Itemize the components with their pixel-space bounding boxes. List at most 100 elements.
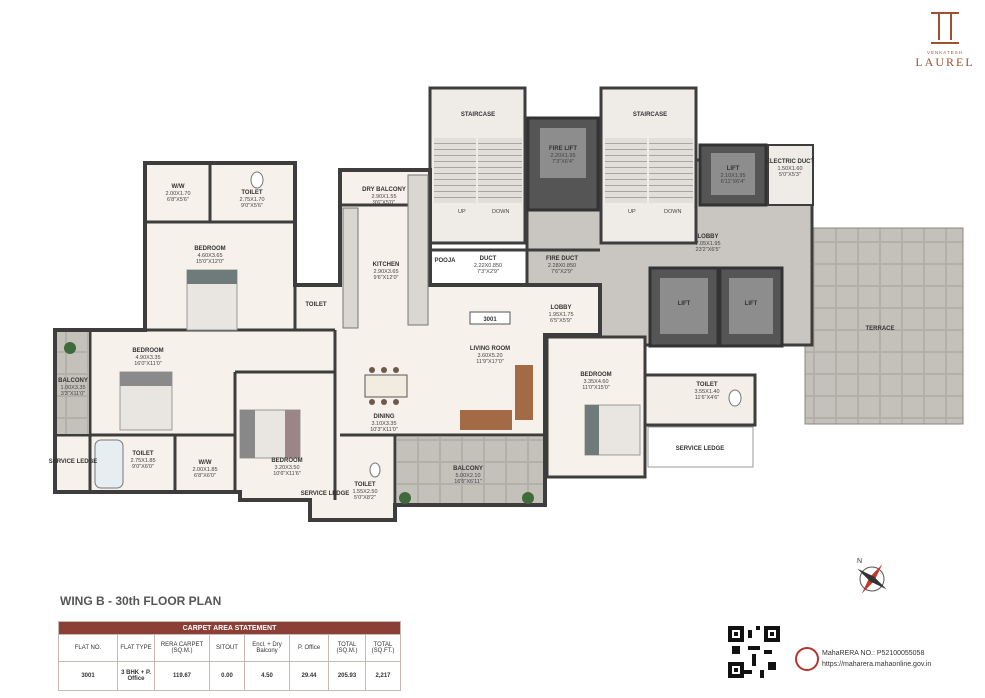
room-label-bedroom-3: BEDROOM bbox=[580, 372, 611, 378]
room-dims-fire-duct: 7'6"X2'9" bbox=[551, 269, 573, 275]
north-compass-icon: N bbox=[857, 558, 887, 594]
room-dims-wiw-1: 6'8"X5'6" bbox=[167, 197, 189, 203]
room-label-toilet-2: TOILET bbox=[132, 451, 154, 457]
room-dims-wiw-2: 6'8"X6'0" bbox=[194, 473, 216, 479]
room-dims-duct: 7'3"X2'9" bbox=[477, 269, 499, 275]
terrace-area bbox=[804, 227, 964, 425]
logo-mark-icon bbox=[928, 12, 962, 48]
room-label-pooja: POOJA bbox=[434, 258, 456, 264]
balcony-floor bbox=[397, 437, 543, 503]
room-dims-living: 11'9"X17'0" bbox=[476, 359, 504, 365]
col-encl-dry-balcony: Encl. + Dry Balcony bbox=[244, 634, 290, 662]
room-dims-bedroom-3: 11'0"X15'0" bbox=[582, 385, 610, 391]
room-dims-toilet-1: 9'0"X5'6" bbox=[241, 203, 263, 209]
svg-text:N: N bbox=[857, 558, 862, 565]
room-dims-electric-duct: 5'0"X5'3" bbox=[779, 172, 801, 178]
stair-up-label-2: UP bbox=[628, 209, 636, 215]
brand-logo: VENKATESH LAUREL bbox=[915, 12, 975, 70]
electric-duct-area bbox=[767, 144, 814, 206]
room-dims-fire-lift: 2.20X1.95 bbox=[550, 153, 575, 159]
sofa bbox=[460, 410, 512, 430]
col-sitout: SITOUT bbox=[209, 634, 245, 662]
logo-small-text: VENKATESH bbox=[927, 50, 963, 55]
room-label-lobby-flat: LOBBY bbox=[551, 305, 572, 311]
table-heading: CARPET AREA STATEMENT bbox=[58, 621, 401, 635]
room-label-staircase-1: STAIRCASE bbox=[461, 112, 495, 118]
carpet-area-table: CARPET AREA STATEMENT FLAT NO. FLAT TYPE… bbox=[58, 621, 401, 691]
qr-code-icon[interactable] bbox=[728, 626, 780, 678]
room-label-bedroom-4: BEDROOM bbox=[271, 458, 302, 464]
room-dims-fire-duct: 2.28X0.850 bbox=[548, 263, 576, 269]
cell-flat-type: 3 BHK + P. Office bbox=[117, 661, 155, 691]
stair-down-label: DOWN bbox=[492, 209, 509, 215]
room-dims-dry-balcony: 2.90X1.55 bbox=[371, 194, 396, 200]
room-dims-lift-1: 2.10X1.95 bbox=[720, 173, 745, 179]
flat-number-box bbox=[469, 311, 511, 325]
room-label-terrace: TERRACE bbox=[865, 326, 894, 332]
room-dims-bedroom-4: 3.20X3.50 bbox=[274, 465, 299, 471]
room-dims-lobby-main: 7.05X1.95 bbox=[695, 241, 720, 247]
cell-encl-dry-balcony: 4.50 bbox=[244, 661, 290, 691]
room-dims-balcony-side: 1.00X3.35 bbox=[60, 385, 85, 391]
room-label-service-ledge-mid: SERVICE LEDGE bbox=[301, 491, 350, 497]
room-dims-bedroom-2: 4.90X3.35 bbox=[135, 355, 160, 361]
room-label-fire-duct: FIRE DUCT bbox=[546, 256, 578, 262]
flat-number-label: 3001 bbox=[483, 317, 497, 323]
room-label-lift-1: LIFT bbox=[727, 166, 740, 172]
table-row: 3001 3 BHK + P. Office 119.67 0.00 4.50 … bbox=[58, 661, 401, 691]
room-dims-toilet-1: 2.75X1.70 bbox=[239, 197, 264, 203]
room-dims-dining: 10'3"X11'0" bbox=[370, 427, 398, 433]
room-dims-bedroom-1: 4.60X3.65 bbox=[197, 253, 222, 259]
room-label-fire-lift: FIRE LIFT bbox=[549, 146, 577, 152]
room-dims-kitchen: 9'6"X12'0" bbox=[374, 275, 399, 281]
cell-p-office: 29.44 bbox=[289, 661, 329, 691]
room-label-toilet-1: TOILET bbox=[241, 190, 263, 196]
room-dims-toilet-2: 9'0"X6'0" bbox=[132, 464, 154, 470]
room-label-dining: DINING bbox=[374, 414, 395, 420]
room-dims-duct: 2.22X0.850 bbox=[474, 263, 502, 269]
plan-title: WING B - 30th FLOOR PLAN bbox=[60, 594, 222, 608]
room-dims-dry-balcony: 9'6"X5'0" bbox=[373, 200, 395, 206]
room-dims-living: 3.60X5.20 bbox=[477, 353, 502, 359]
room-label-lift-3: LIFT bbox=[745, 301, 758, 307]
room-label-bedroom-2: BEDROOM bbox=[132, 348, 163, 354]
room-label-dry-balcony: DRY BALCONY bbox=[362, 187, 406, 193]
room-label-wiw-2: W/W bbox=[199, 460, 212, 466]
room-dims-bedroom-2: 16'0"X11'0" bbox=[134, 361, 162, 367]
room-label-kitchen: KITCHEN bbox=[373, 262, 400, 268]
col-flat-no: FLAT NO. bbox=[58, 634, 118, 662]
cell-flat-no: 3001 bbox=[58, 661, 118, 691]
room-label-service-ledge-right: SERVICE LEDGE bbox=[676, 446, 725, 452]
room-dims-dining: 3.10X3.35 bbox=[371, 421, 396, 427]
room-dims-balcony-main: 5.00X2.10 bbox=[455, 473, 480, 479]
room-label-toilet-4: TOILET bbox=[354, 482, 376, 488]
room-dims-lobby-flat: 6'5"X5'9" bbox=[550, 318, 572, 324]
room-dims-balcony-side: 3'3"X11'0" bbox=[61, 391, 86, 397]
room-dims-balcony-main: 16'5"X6'11" bbox=[454, 479, 482, 485]
room-label-living: LIVING ROOM bbox=[470, 346, 510, 352]
maharera-seal-icon bbox=[795, 647, 819, 671]
room-label-staircase-2: STAIRCASE bbox=[633, 112, 667, 118]
room-label-balcony-side: BALCONY bbox=[58, 378, 88, 384]
room-label-lift-2: LIFT bbox=[678, 301, 691, 307]
room-label-service-ledge-left: SERVICE LEDGE bbox=[49, 459, 98, 465]
cell-total-sqft: 2,217 bbox=[365, 661, 401, 691]
stair-up-label: UP bbox=[458, 209, 466, 215]
room-label-balcony-main: BALCONY bbox=[453, 466, 483, 472]
room-dims-toilet-4: 5'0"X8'2" bbox=[354, 495, 376, 501]
room-dims-bedroom-3: 3.35X4.60 bbox=[583, 379, 608, 385]
room-dims-fire-lift: 7'3"X6'4" bbox=[552, 159, 574, 165]
room-label-toilet-3: TOILET bbox=[696, 382, 718, 388]
room-label-toilet-small: TOILET bbox=[305, 302, 327, 308]
room-label-duct: DUCT bbox=[480, 256, 497, 262]
room-dims-lift-1: 6'11"X6'4" bbox=[721, 179, 746, 185]
room-label-lobby-main: LOBBY bbox=[698, 234, 719, 240]
rera-url[interactable]: https://maharera.mahaonline.gov.in bbox=[822, 661, 932, 668]
room-dims-electric-duct: 1.50X1.60 bbox=[777, 166, 802, 172]
dining-table bbox=[364, 374, 408, 398]
room-dims-lobby-main: 23'2"X6'5" bbox=[696, 247, 721, 253]
room-label-bedroom-1: BEDROOM bbox=[194, 246, 225, 252]
col-flat-type: FLAT TYPE bbox=[117, 634, 155, 662]
col-p-office: P. Office bbox=[289, 634, 329, 662]
room-label-electric-duct: ELECTRIC DUCT bbox=[766, 159, 815, 165]
